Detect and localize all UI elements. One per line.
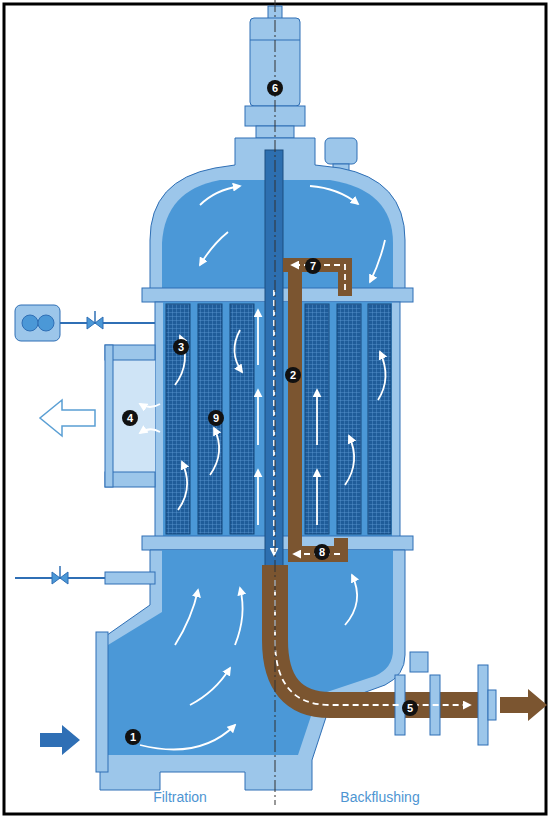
flow-arrow — [140, 725, 235, 750]
callout-number: 5 — [402, 700, 418, 716]
flow-arrow — [310, 186, 358, 204]
flow-arrow — [200, 186, 240, 205]
outlet-flange — [105, 345, 113, 487]
flow-arrow — [257, 470, 259, 525]
flow-arrow — [316, 390, 318, 445]
center-axis — [275, 0, 276, 805]
filter-candle — [230, 304, 254, 534]
flow-arrow — [200, 232, 228, 265]
rotor-shaft — [265, 150, 283, 570]
flow-arrow — [257, 390, 259, 445]
flush-pipe — [275, 565, 480, 705]
filter-candle — [166, 304, 190, 534]
callout-number: 9 — [208, 410, 224, 426]
valve-stem — [59, 566, 61, 578]
flow-arrow — [345, 575, 357, 625]
flow-arrow — [210, 428, 219, 475]
filtrate-outlet — [40, 345, 155, 487]
pump-symbol — [22, 315, 38, 331]
flow-arrow — [178, 462, 187, 510]
callout-number: 2 — [285, 367, 301, 383]
drain-pump — [15, 305, 155, 341]
flow-arrow — [345, 436, 354, 485]
view-label: Backflushing — [340, 789, 419, 805]
callout-number: 7 — [305, 258, 321, 274]
pipe-line — [60, 322, 155, 324]
flow-arrow — [316, 470, 318, 525]
vent-valve — [15, 566, 105, 584]
callout-number: 3 — [173, 339, 189, 355]
flow-arrow — [235, 588, 243, 645]
filter-candle — [305, 304, 329, 534]
flush-arrows — [274, 265, 470, 705]
callout-number: 1 — [125, 729, 141, 745]
callout-number: 8 — [314, 544, 330, 560]
pipe-stub — [488, 690, 496, 720]
inlet-arrow — [40, 725, 80, 755]
filter-candle — [337, 304, 361, 534]
flushing-arm — [283, 258, 352, 562]
filter-candle — [368, 304, 391, 534]
outlet-arrow — [40, 400, 95, 436]
flow-arrow — [140, 429, 160, 433]
flow-arrows — [140, 186, 386, 750]
outlet-nozzle — [112, 360, 155, 472]
valve-stem — [94, 311, 96, 323]
valve-actuator — [410, 652, 428, 672]
flush-valve — [395, 652, 547, 745]
flow-arrow — [257, 310, 259, 365]
view-label: Filtration — [153, 789, 207, 805]
pump-symbol — [38, 315, 54, 331]
flow-arrow — [370, 240, 385, 282]
pipe-flange — [478, 665, 488, 745]
flow-arrow — [378, 352, 386, 400]
pump-body — [15, 305, 60, 341]
flow-arrow — [234, 330, 242, 372]
flush-flow-arrow — [275, 580, 470, 705]
callout-number: 6 — [267, 80, 283, 96]
lower-housing — [100, 550, 405, 790]
motor-body — [325, 138, 357, 164]
callout-number: 4 — [122, 410, 138, 426]
flow-arrow — [190, 668, 230, 705]
flow-arrow — [140, 404, 160, 407]
inlet-flange — [105, 572, 155, 584]
inlet-flange — [96, 632, 108, 772]
flow-arrow — [175, 590, 198, 645]
flush-arrow — [500, 689, 547, 721]
